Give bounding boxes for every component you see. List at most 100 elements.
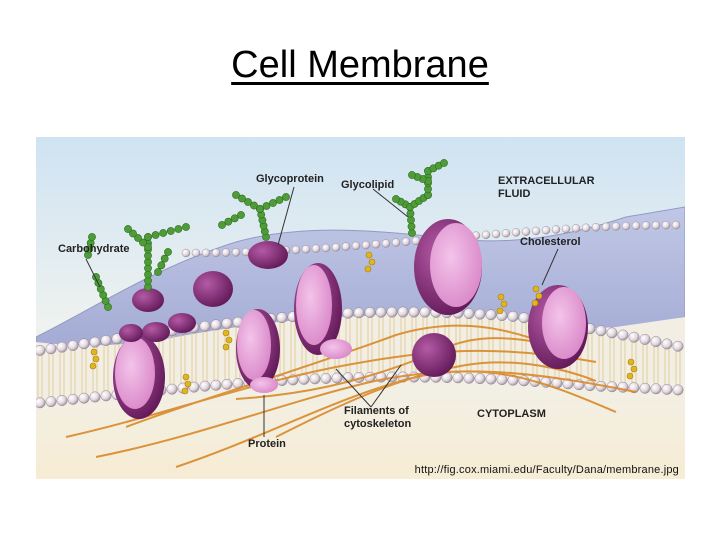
sugar-bead (129, 229, 137, 238)
head-bead (199, 320, 211, 332)
head-bead (531, 226, 541, 236)
head-bead (375, 306, 387, 318)
sugar-bead (407, 222, 416, 231)
head-bead (353, 307, 365, 319)
peripheral-protein (193, 271, 233, 307)
sugar-bead (157, 261, 166, 270)
head-bead (231, 248, 241, 257)
membrane-diagram: Glycoprotein Glycolipid EXTRACELLULAR FL… (36, 137, 685, 479)
sugar-bead (408, 171, 416, 179)
head-bead (78, 338, 90, 350)
label-extracellular-fluid: EXTRACELLULAR FLUID (498, 175, 595, 200)
sugar-bead (88, 233, 96, 241)
head-bead (100, 390, 112, 402)
head-bead (78, 392, 90, 404)
head-bead (419, 306, 431, 318)
head-bead (301, 245, 311, 254)
sugar-bead (144, 233, 152, 241)
head-bead (581, 223, 591, 232)
head-bead (276, 312, 288, 324)
head-bead (474, 373, 486, 385)
head-bead (463, 308, 475, 320)
head-bead (511, 228, 521, 237)
protein-left (113, 322, 170, 419)
sugar-bead (232, 191, 240, 199)
head-bead (401, 237, 411, 246)
head-bead (386, 306, 398, 318)
head-bead (36, 397, 46, 409)
head-bead (191, 248, 201, 258)
head-bead (45, 343, 57, 355)
head-bead (481, 230, 491, 240)
label-cholesterol: Cholesterol (520, 236, 581, 248)
head-bead (36, 344, 46, 356)
head-bead (391, 238, 401, 247)
head-bead (371, 240, 381, 249)
head-bead (496, 374, 508, 386)
head-bead (67, 393, 79, 405)
head-bead (210, 319, 222, 331)
head-bead (631, 221, 641, 230)
peripheral-protein (119, 324, 143, 342)
head-bead (650, 383, 662, 395)
protein-center (294, 263, 352, 359)
sugar-bead (406, 209, 415, 218)
head-bead (491, 229, 501, 239)
sugar-bead (282, 193, 290, 201)
label-glycolipid: Glycolipid (341, 179, 395, 191)
head-bead (342, 307, 354, 319)
sugar-bead (159, 229, 168, 237)
head-bead (551, 225, 561, 234)
sugar-bead (407, 216, 415, 224)
head-bead (320, 372, 332, 384)
head-bead (364, 307, 376, 318)
head-bead (628, 331, 640, 343)
head-bead (331, 243, 341, 252)
head-bead (561, 224, 571, 234)
head-bead (211, 248, 221, 257)
label-cytoplasm: CYTOPLASM (477, 408, 546, 420)
slide-title: Cell Membrane (231, 44, 489, 86)
head-bead (221, 318, 233, 329)
sugar-bead (237, 211, 245, 219)
sugar-bead (275, 196, 284, 204)
sugar-bead (166, 227, 175, 235)
sugar-bead (238, 194, 246, 203)
head-bead (45, 396, 57, 408)
sugar-bead (440, 159, 448, 167)
sugar-bead (224, 217, 233, 226)
sugar-bead (256, 205, 264, 213)
membrane-illustration (36, 137, 685, 479)
head-bead (661, 338, 673, 350)
sugar-bead (244, 198, 252, 206)
peripheral-protein (168, 313, 196, 333)
head-bead (671, 220, 681, 230)
head-bead (452, 372, 464, 384)
head-bead (67, 340, 79, 351)
head-bead (617, 329, 629, 341)
label-carbohydrate: Carbohydrate (58, 243, 130, 255)
head-bead (381, 239, 391, 248)
head-bead (501, 228, 511, 238)
head-bead (361, 240, 371, 250)
head-bead (639, 382, 651, 394)
head-bead (651, 221, 661, 230)
head-bead (639, 333, 651, 345)
head-bead (611, 222, 621, 231)
head-bead (601, 222, 611, 232)
head-bead (650, 336, 662, 348)
head-bead (201, 248, 211, 258)
head-bead (321, 243, 331, 253)
label-protein: Protein (248, 438, 286, 450)
head-bead (621, 221, 631, 231)
head-bead (56, 341, 68, 353)
protein-right-large (412, 219, 482, 377)
sugar-bead (392, 195, 400, 203)
sugar-bead (151, 231, 160, 239)
sugar-bead (139, 238, 147, 247)
head-bead (100, 335, 112, 346)
head-bead (341, 242, 351, 251)
head-bead (166, 383, 178, 395)
protein-far-right (528, 285, 588, 369)
head-bead (591, 223, 601, 232)
